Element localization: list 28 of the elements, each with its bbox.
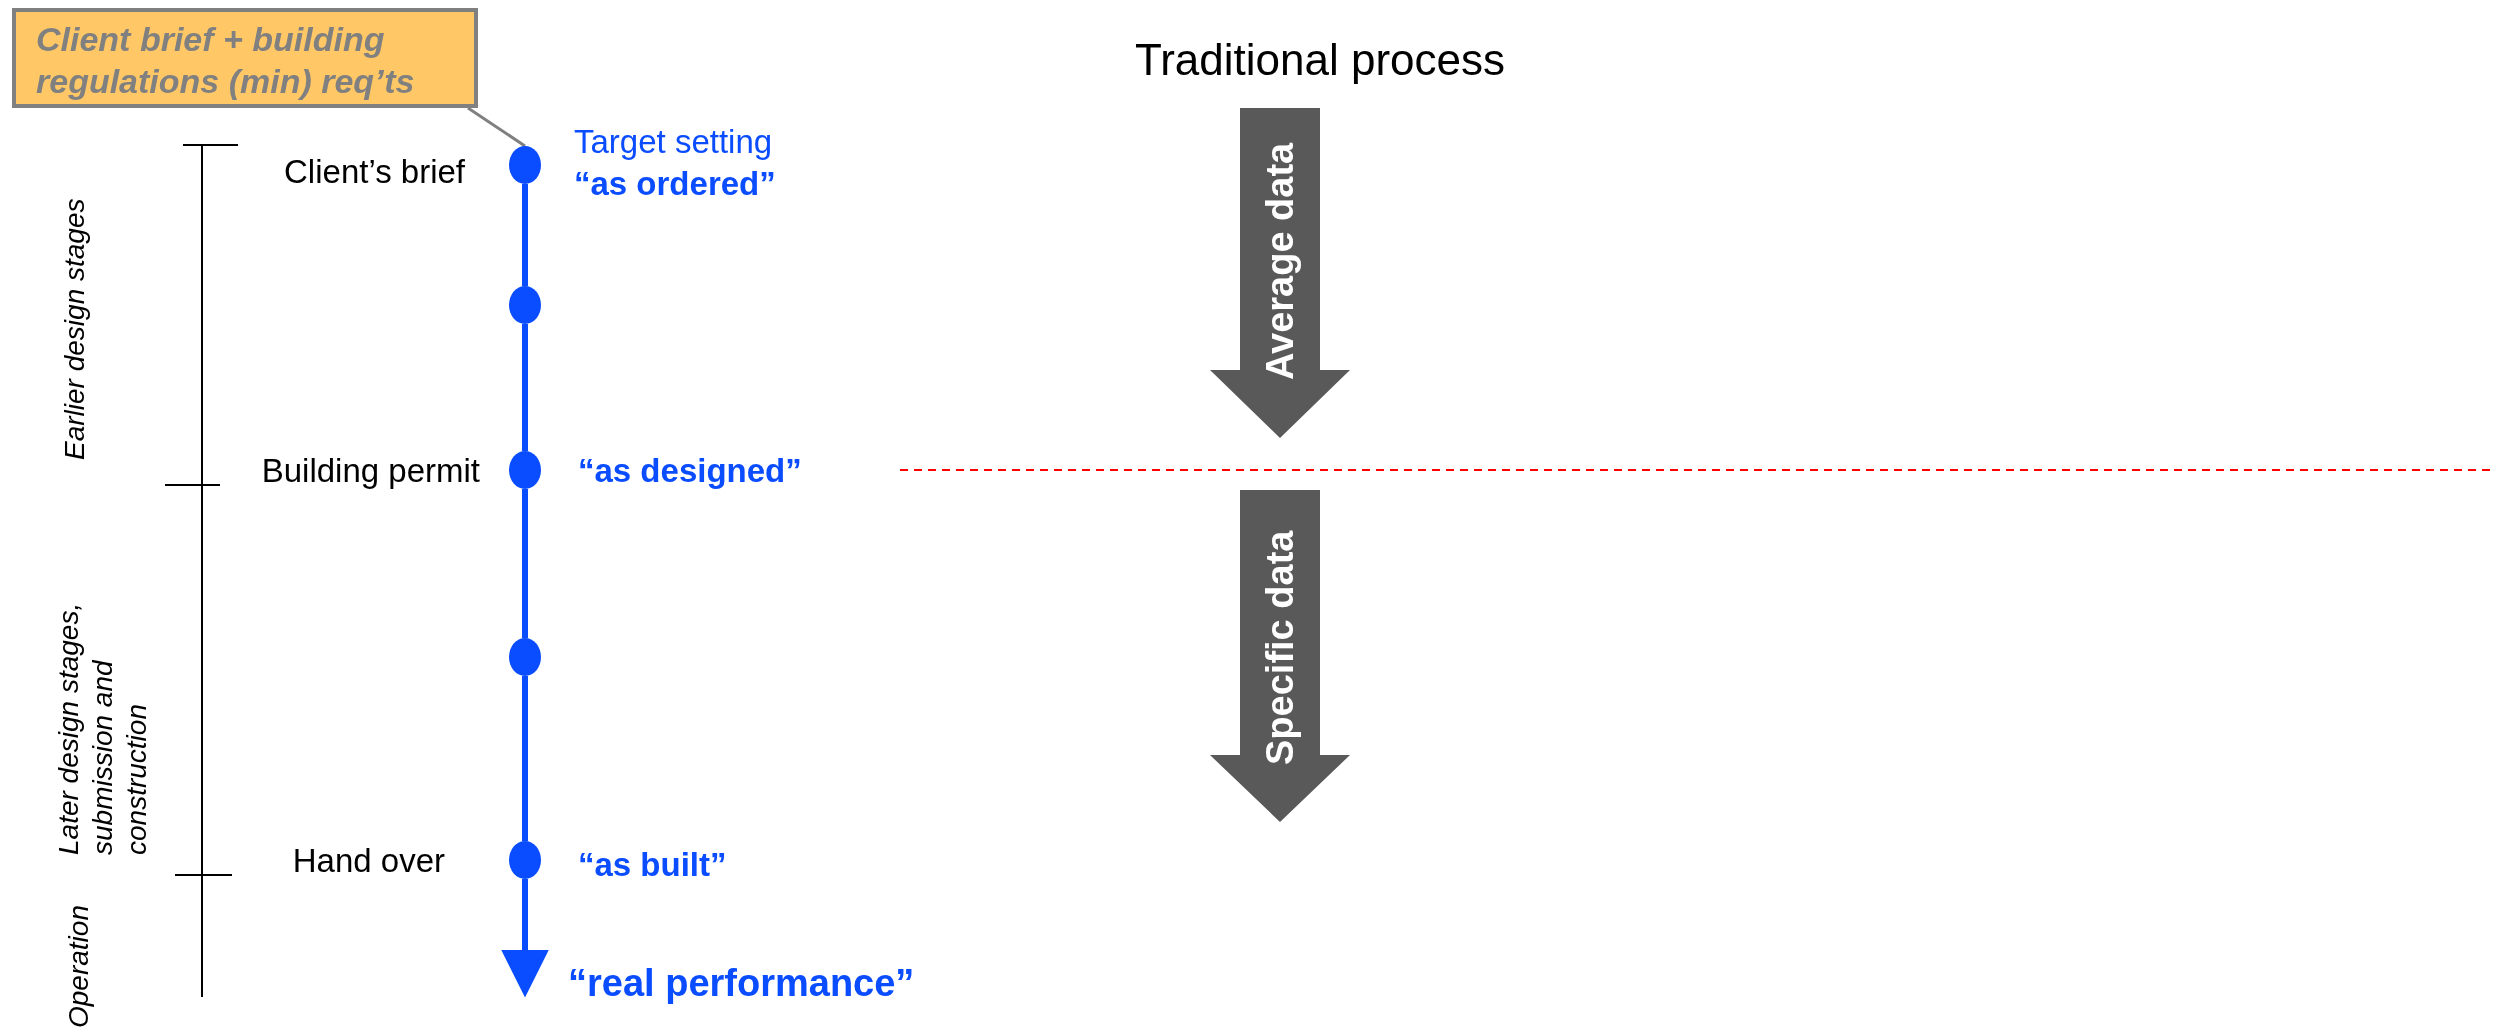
milestone-label: “as designed” [578, 452, 803, 490]
leader-line [467, 106, 526, 148]
callout-box: Client brief + building regulations (min) req’ts [12, 8, 478, 108]
arrow-label: Average data [1258, 141, 1302, 380]
down-arrow-shape [1210, 108, 1350, 438]
timeline-line [522, 324, 528, 451]
timeline-dot [509, 286, 541, 324]
timeline-line [522, 184, 528, 286]
timeline-dot [509, 146, 541, 184]
stage-label: Hand over [291, 842, 445, 880]
title-text: Traditional process [1133, 35, 1507, 85]
stage-label: Client’s brief [283, 153, 465, 191]
timeline-dot [509, 638, 541, 676]
stage-label: Building permit [260, 452, 480, 490]
phase-label: Later design stages, submission and construction [52, 601, 153, 855]
timeline-line [522, 676, 528, 841]
milestone-label: “as ordered” [574, 165, 777, 203]
milestone-label: Target setting [574, 123, 774, 161]
milestone-label: “real performance” [568, 962, 915, 1005]
phase-label: Earlier design stages [58, 197, 91, 460]
phase-label: Operation [62, 904, 95, 1028]
arrow-label: Specific data [1258, 529, 1302, 765]
milestone-label: “as built” [578, 846, 728, 884]
timeline-dot [509, 841, 541, 879]
timeline-line [522, 489, 528, 638]
timeline-dot [509, 451, 541, 489]
timeline-arrow [501, 879, 549, 998]
down-arrow-shape [1210, 490, 1350, 822]
